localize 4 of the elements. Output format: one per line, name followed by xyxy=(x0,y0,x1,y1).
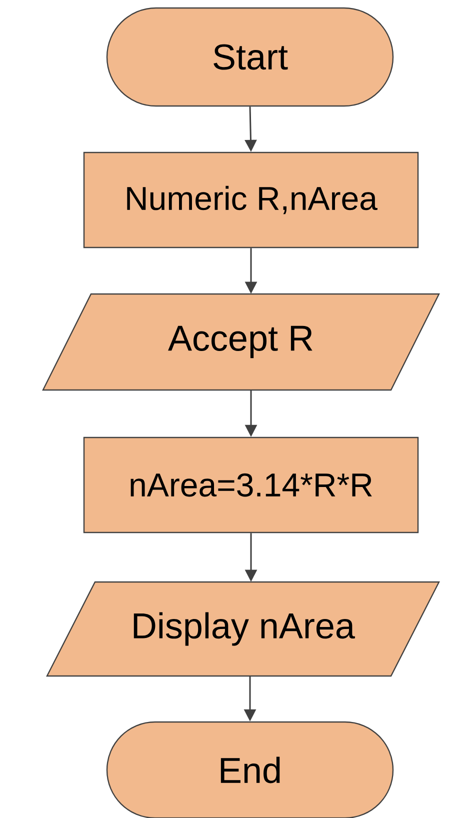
process-box: Numeric R,nArea xyxy=(83,152,419,248)
input-output-parallelogram: Accept R xyxy=(42,293,440,391)
process-box: nArea=3.14*R*R xyxy=(83,436,419,534)
input-output-parallelogram: Display nArea xyxy=(46,581,440,677)
